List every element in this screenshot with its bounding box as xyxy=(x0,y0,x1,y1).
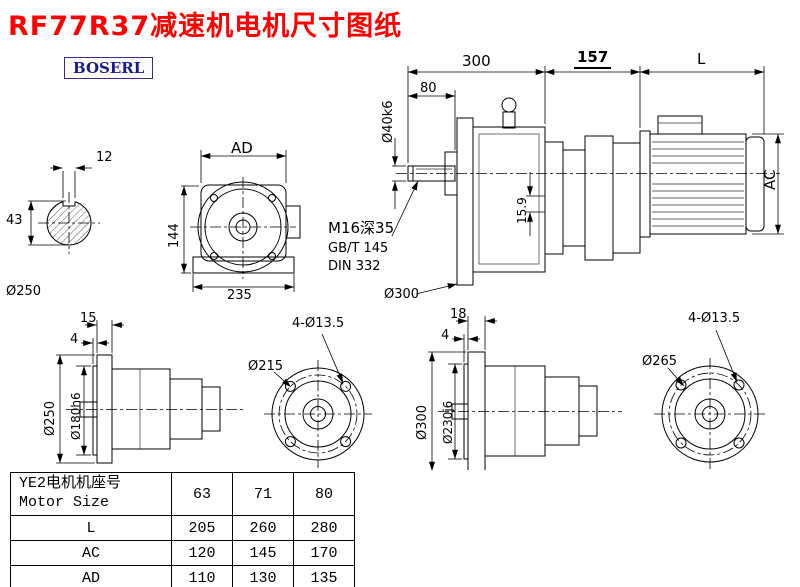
table-header-line2: Motor Size xyxy=(19,494,110,511)
table-row-l: L 205 260 280 xyxy=(10,515,355,541)
gearbox-front-view xyxy=(181,150,301,292)
large-flange-front-view xyxy=(654,329,766,470)
table-cell-label: L xyxy=(10,515,172,541)
dim-spigot-depth-4-left: 4 xyxy=(70,332,79,347)
dim-l: L xyxy=(697,50,706,68)
label-large-bolt-circle: Ø265 xyxy=(642,354,678,369)
dim-157: 157 xyxy=(574,50,612,69)
table-cell-size-63: 63 xyxy=(171,472,233,516)
label-small-bolt-circle: Ø215 xyxy=(248,359,284,374)
dim-235: 235 xyxy=(227,288,252,303)
technical-drawing xyxy=(28,66,784,470)
table-cell-label: AD xyxy=(10,565,172,587)
table-header-row: YE2电机机座号 Motor Size 63 71 80 xyxy=(10,472,355,516)
label-d250-left: Ø250 xyxy=(6,284,42,299)
table-cell-size-71: 71 xyxy=(232,472,294,516)
table-cell-size-80: 80 xyxy=(293,472,355,516)
label-large-flange-holes: 4-Ø13.5 xyxy=(688,311,741,326)
note-tap-hole: M16深35 xyxy=(328,219,395,237)
dim-80: 80 xyxy=(420,81,437,96)
label-small-flange-od: Ø250 xyxy=(43,400,58,436)
table-header-line1: YE2电机机座号 xyxy=(19,475,122,493)
table-cell-value: 260 xyxy=(232,515,294,541)
dim-ad: AD xyxy=(231,139,253,157)
note-gbt-standard: GB/T 145 xyxy=(328,241,389,256)
dim-shaft-diameter: Ø40k6 xyxy=(381,100,396,143)
dim-spigot-depth-4-right: 4 xyxy=(441,328,450,343)
dim-key-width: 12 xyxy=(96,150,113,165)
large-flange-side-view xyxy=(428,316,622,470)
table-cell-value: 170 xyxy=(293,540,355,566)
label-small-flange-holes: 4-Ø13.5 xyxy=(292,316,345,331)
brand-logo: BOSERL xyxy=(64,57,154,79)
small-flange-side-view xyxy=(56,320,246,464)
table-cell-value: 130 xyxy=(232,565,294,587)
shaft-section-view xyxy=(28,165,100,254)
label-large-flange-spigot: Ø230j6 xyxy=(441,400,455,444)
table-row-ac: AC 120 145 170 xyxy=(10,540,355,566)
main-assembly-view xyxy=(391,66,784,295)
table-cell-value: 135 xyxy=(293,565,355,587)
table-cell-value: 120 xyxy=(171,540,233,566)
dim-flange-thickness-15: 15 xyxy=(80,311,97,326)
table-cell-value: 145 xyxy=(232,540,294,566)
dim-144: 144 xyxy=(167,223,182,248)
table-cell-label: AC xyxy=(10,540,172,566)
dim-15-9: 15.9 xyxy=(515,197,529,224)
table-cell-value: 205 xyxy=(171,515,233,541)
table-cell-value: 280 xyxy=(293,515,355,541)
note-din-standard: DIN 332 xyxy=(328,259,381,274)
small-flange-front-view xyxy=(264,333,372,468)
dim-height-over-key: 43 xyxy=(6,213,23,228)
dimension-table: YE2电机机座号 Motor Size 63 71 80 L 205 260 2… xyxy=(10,472,355,587)
page-title: RF77R37减速机电机尺寸图纸 xyxy=(8,11,403,42)
table-row-ad: AD 110 130 135 xyxy=(10,565,355,587)
label-small-flange-spigot: Ø180h6 xyxy=(69,392,83,440)
table-header-motor-size: YE2电机机座号 Motor Size xyxy=(10,472,172,516)
label-d300-main: Ø300 xyxy=(384,287,420,302)
dim-300: 300 xyxy=(462,52,491,70)
dim-flange-thickness-18: 18 xyxy=(450,307,467,322)
table-cell-value: 110 xyxy=(171,565,233,587)
label-large-flange-od: Ø300 xyxy=(415,404,430,440)
dim-ac: AC xyxy=(761,169,779,190)
